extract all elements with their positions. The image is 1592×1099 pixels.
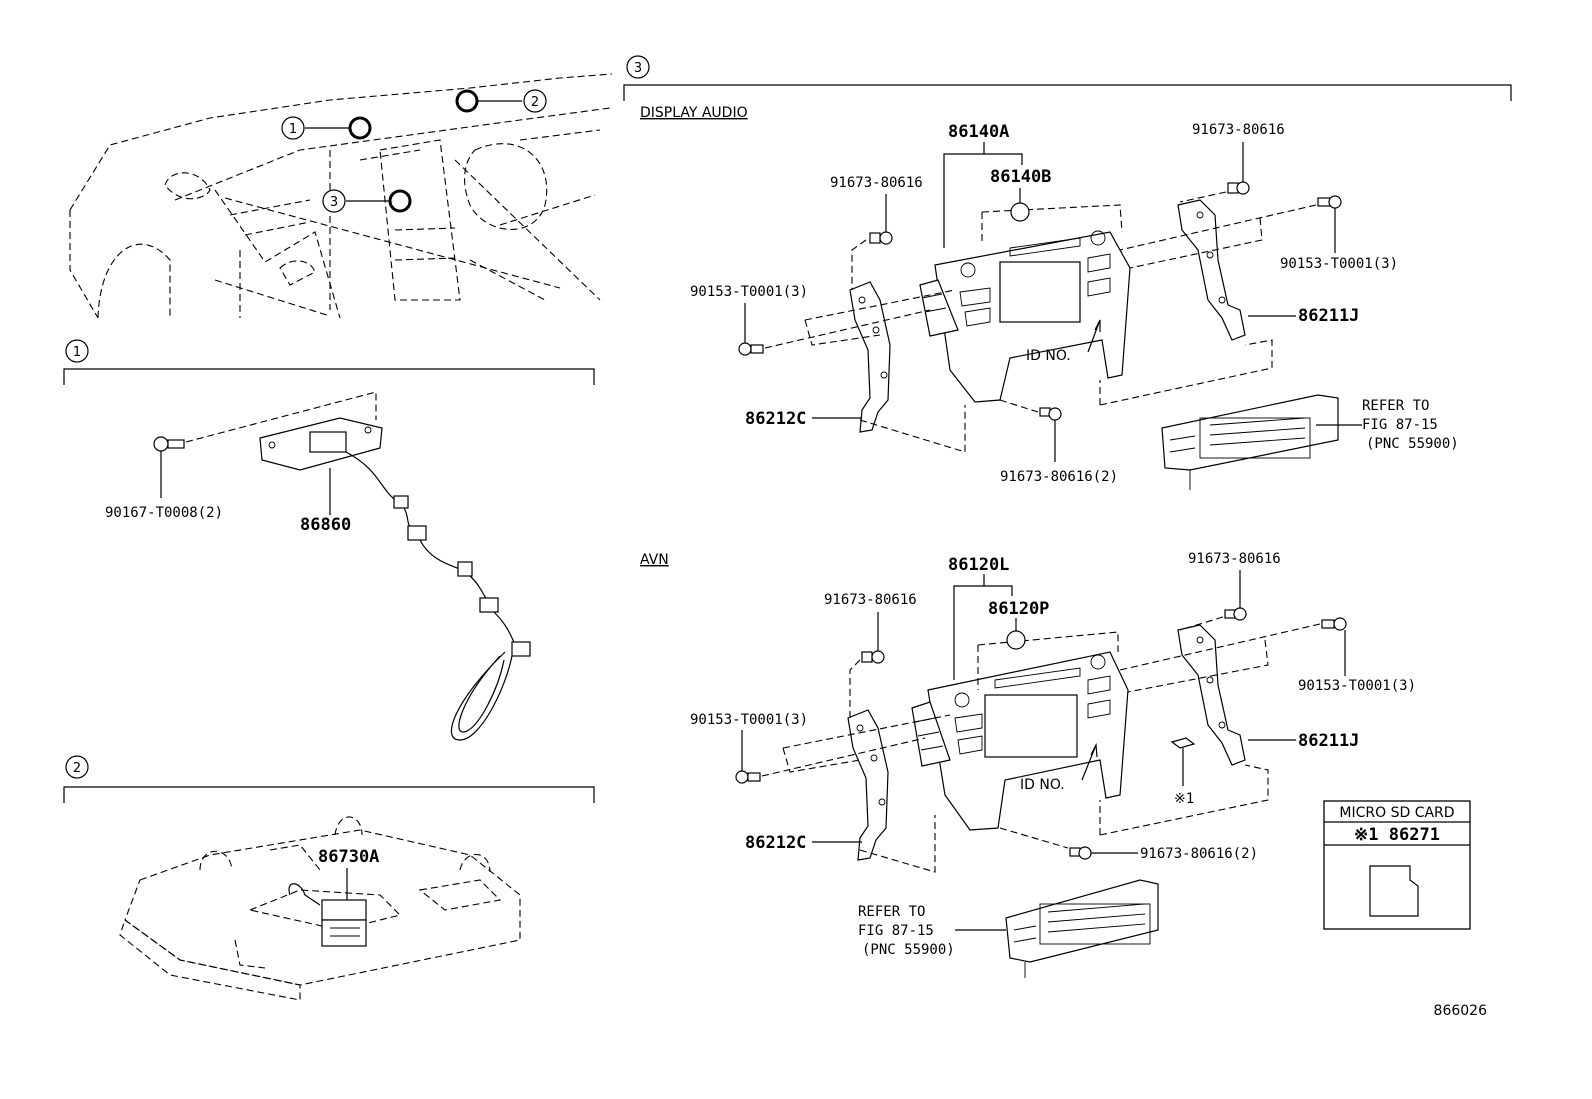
section-2-label: 2 [73, 761, 81, 776]
display-audio-bracket-left [849, 281, 891, 433]
section-1-label: 1 [73, 345, 81, 360]
label-91673-80616-da-right: 91673-80616 [1192, 122, 1285, 138]
knob-86120P [1006, 630, 1026, 650]
label-86140A: 86140A [948, 122, 1009, 142]
refer-to-da-1: REFER TO [1362, 398, 1429, 414]
micro-sd-card-icon [1369, 865, 1419, 917]
label-86730A: 86730A [318, 847, 379, 867]
display-audio-bolt-left [869, 231, 893, 245]
bolt-90167-T0008 [153, 436, 185, 498]
ref-mark-1: ※1 [1174, 791, 1194, 807]
knob-86140B [1010, 202, 1030, 222]
vehicle-overview: 1 2 3 [69, 73, 613, 319]
section-2-marker [65, 755, 89, 779]
label-86212C-top: 86212C [745, 409, 806, 429]
display-audio-heading: DISPLAY AUDIO [640, 105, 748, 121]
label-86211J-top: 86211J [1298, 306, 1359, 326]
avn-bracket-right [1177, 624, 1246, 766]
refer-to-da-3: (PNC 55900) [1366, 436, 1459, 452]
display-audio-bolt-right [1227, 181, 1250, 195]
label-90167-T0008: 90167-T0008(2) [105, 505, 223, 521]
label-90153-T0001-da-left: 90153-T0001(3) [690, 284, 808, 300]
avn-group: AVN 86120L 86120P [640, 551, 1416, 978]
label-91673-80616-2-da: 91673-80616(2) [1000, 469, 1118, 485]
label-91673-80616-da-left: 91673-80616 [830, 175, 923, 191]
avn-bolt-left [861, 650, 885, 664]
avn-head-unit [911, 651, 1129, 831]
section-1-marker [65, 339, 89, 363]
avn-screw-left [735, 770, 761, 784]
display-audio-screw-left [738, 342, 764, 356]
section-3-label: 3 [634, 61, 642, 76]
label-91673-80616-avn-right: 91673-80616 [1188, 551, 1281, 567]
section-2: 2 86730A [63, 755, 595, 1001]
section-1: 1 90167-T0008(2) [63, 339, 595, 741]
section-3-marker [626, 55, 650, 79]
overview-callout-2 [523, 89, 547, 113]
avn-bolt-bottom [1069, 846, 1092, 860]
refer-to-avn-1: REFER TO [858, 904, 925, 920]
avn-bolt-right [1224, 607, 1247, 621]
overview-callout-1-label: 1 [289, 122, 297, 137]
avn-bracket-left [847, 709, 889, 861]
label-86120P: 86120P [988, 599, 1049, 619]
label-86211J-bottom: 86211J [1298, 731, 1359, 751]
avn-climate-panel [1005, 879, 1159, 978]
id-no-da: ID NO. [1026, 348, 1071, 364]
label-91673-80616-2-avn: 91673-80616(2) [1140, 846, 1258, 862]
overview-callout-2-label: 2 [531, 95, 539, 110]
refer-to-avn-3: (PNC 55900) [862, 942, 955, 958]
label-86860: 86860 [300, 515, 351, 535]
label-90153-T0001-avn-right: 90153-T0001(3) [1298, 678, 1416, 694]
micro-sd-card-title: MICRO SD CARD [1339, 805, 1454, 821]
display-audio-bolt-bottom [1039, 407, 1062, 421]
micro-sd-card-box: MICRO SD CARD ※1 86271 [1323, 800, 1471, 930]
label-86212C-bottom: 86212C [745, 833, 806, 853]
label-90153-T0001-da-right: 90153-T0001(3) [1280, 256, 1398, 272]
micro-sd-card-part: ※1 86271 [1354, 825, 1440, 845]
display-audio-bracket-right [1177, 199, 1246, 341]
section-3: 3 [623, 55, 1512, 101]
module-86860 [259, 417, 531, 741]
display-audio-group: DISPLAY AUDIO 86140A 86140B [640, 105, 1459, 490]
display-audio-climate-panel [1161, 394, 1339, 490]
label-86140B: 86140B [990, 167, 1051, 187]
display-audio-screw-right [1317, 195, 1342, 209]
label-91673-80616-avn-left: 91673-80616 [824, 592, 917, 608]
avn-screw-right [1321, 617, 1347, 631]
refer-to-da-2: FIG 87-15 [1362, 417, 1438, 433]
overview-callout-3 [322, 189, 346, 213]
display-audio-head-unit [919, 230, 1131, 403]
sd-card-slot [1170, 737, 1196, 749]
overview-callout-1 [281, 116, 305, 140]
label-86120L: 86120L [948, 555, 1009, 575]
label-90153-T0001-avn-left: 90153-T0001(3) [690, 712, 808, 728]
overview-callout-3-label: 3 [330, 195, 338, 210]
refer-to-avn-2: FIG 87-15 [858, 923, 934, 939]
id-no-avn: ID NO. [1020, 777, 1065, 793]
overhead-console [119, 816, 521, 1001]
figure-id: 866026 [1434, 1003, 1488, 1019]
avn-heading: AVN [640, 552, 669, 568]
